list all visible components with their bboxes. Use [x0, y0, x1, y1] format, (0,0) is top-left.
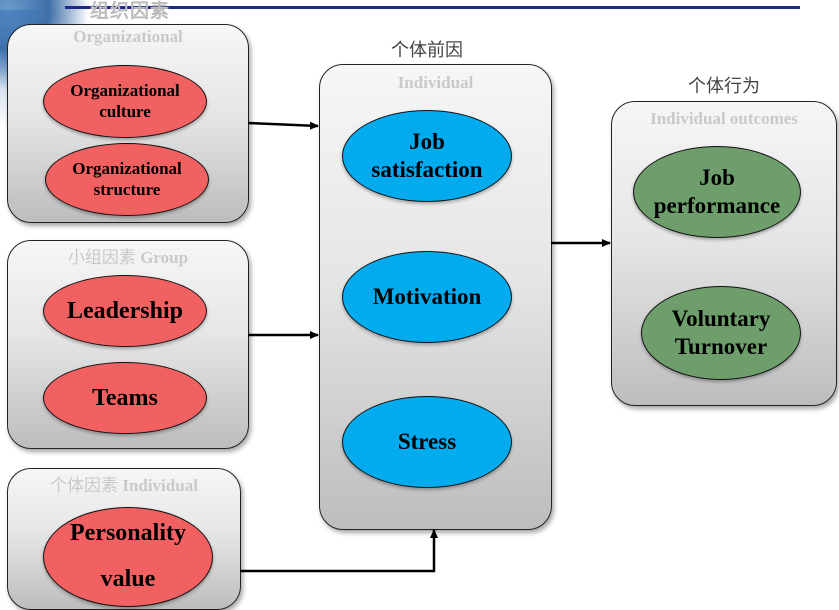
individual-factors-panel: 个体因素 Individual Personality value: [7, 468, 241, 610]
individual-antecedents-heading: 个体前因: [391, 40, 463, 61]
individual-antecedents-panel: Individual Job satisfaction Motivation S…: [319, 64, 552, 530]
oval-organizational-culture: Organizational culture: [43, 65, 207, 138]
oval-stress: Stress: [342, 396, 512, 488]
oval-voluntary-turnover: Voluntary Turnover: [641, 286, 801, 380]
group-factors-panel: 小组因素 Group Leadership Teams: [7, 240, 249, 449]
individual-outcomes-panel: Individual outcomes Job performance Volu…: [611, 101, 837, 406]
individual-outcomes-heading: 个体行为: [688, 76, 760, 97]
oval-job-performance: Job performance: [633, 146, 801, 238]
panel-label: 小组因素 Group: [67, 248, 189, 268]
panel-label: 个体因素 Individual: [50, 476, 198, 496]
oval-organizational-structure: Organizational structure: [45, 143, 209, 216]
organizational-factors-panel: Organizational Organizational culture Or…: [7, 24, 249, 223]
page-title: 组织因素: [90, 0, 171, 22]
panel-label: Individual: [397, 73, 474, 92]
panel-label: Organizational: [73, 27, 183, 46]
oval-personality-value: Personality value: [43, 507, 213, 607]
oval-teams: Teams: [43, 362, 207, 434]
panel-label: Individual outcomes: [650, 109, 798, 128]
arrow-organizational-to-individual: [247, 121, 319, 130]
oval-job-satisfaction: Job satisfaction: [342, 110, 512, 202]
oval-motivation: Motivation: [342, 251, 512, 343]
arrow-personality-to-individual: [240, 529, 438, 573]
header-rule: [65, 6, 800, 9]
oval-leadership: Leadership: [43, 275, 207, 347]
